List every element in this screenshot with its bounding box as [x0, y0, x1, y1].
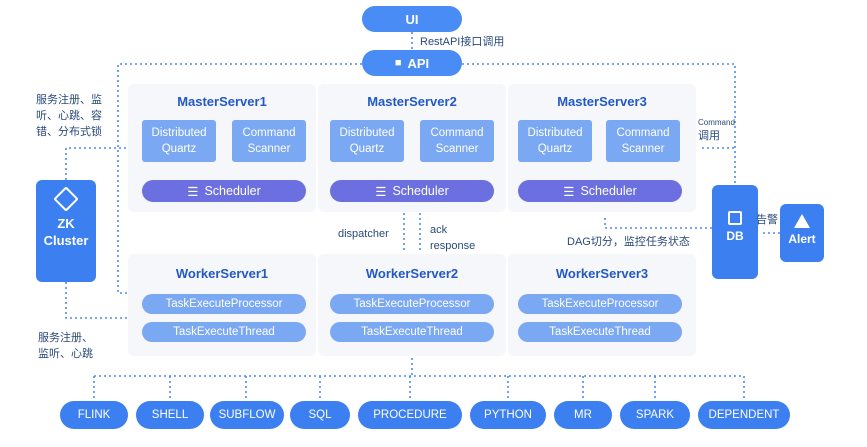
scheduler: ☰Scheduler [142, 180, 306, 202]
task-type-spark: SPARK [620, 401, 690, 429]
db-node: DB [712, 185, 758, 279]
plug-icon: ■ [394, 57, 402, 69]
worker-title: WorkerServer2 [365, 266, 459, 281]
master-title: MasterServer3 [557, 94, 647, 109]
ui-label: UI [405, 11, 419, 27]
worker-title: WorkerServer3 [555, 266, 649, 281]
task-type-shell: SHELL [136, 401, 204, 429]
task-type-sql: SQL [290, 401, 350, 429]
task-type-python: PYTHON [470, 401, 546, 429]
ui-node: UI [362, 6, 462, 32]
scheduler: ☰Scheduler [330, 180, 494, 202]
worker-server-1: WorkerServer1 TaskExecuteProcessor TaskE… [128, 254, 316, 356]
database-icon: ☰ [375, 184, 387, 199]
zk-cluster-node: ZK Cluster [36, 180, 96, 282]
worker-server-3: WorkerServer3 TaskExecuteProcessor TaskE… [508, 254, 696, 356]
dispatcher-label: dispatcher [338, 228, 389, 240]
task-type-flink: FLINK [60, 401, 128, 429]
scheduler: ☰Scheduler [518, 180, 682, 202]
command-call-label: Command 调用 [698, 118, 735, 142]
worker-server-2: WorkerServer2 TaskExecuteProcessor TaskE… [318, 254, 506, 356]
cube-icon [53, 186, 79, 212]
master-title: MasterServer2 [367, 94, 457, 109]
warning-icon [794, 214, 810, 228]
task-execute-thread: TaskExecuteThread [142, 322, 306, 342]
master-title: MasterServer1 [177, 94, 267, 109]
database-icon: ☰ [563, 184, 575, 199]
task-type-mr: MR [554, 401, 612, 429]
dag-label: DAG切分，监控任务状态 [567, 236, 690, 248]
task-type-procedure: PROCEDURE [358, 401, 462, 429]
worker-title: WorkerServer1 [175, 266, 269, 281]
task-execute-processor: TaskExecuteProcessor [330, 294, 494, 314]
task-type-subflow: SUBFLOW [210, 401, 284, 429]
alert-node: Alert [780, 204, 824, 262]
api-node: ■ API [362, 50, 462, 76]
task-execute-thread: TaskExecuteThread [518, 322, 682, 342]
zk-note-bottom: 服务注册、 监听、心跳 [38, 332, 93, 360]
rest-api-label: RestAPI接口调用 [420, 36, 505, 48]
api-label: API [407, 55, 430, 71]
alarm-label: 告警 [756, 214, 778, 226]
server-icon [728, 211, 742, 225]
task-execute-processor: TaskExecuteProcessor [518, 294, 682, 314]
task-type-dependent: DEPENDENT [698, 401, 790, 429]
zk-note-top: 服务注册、监 听、心跳、容 错、分布式锁 [36, 94, 102, 138]
database-icon: ☰ [187, 184, 199, 199]
task-execute-thread: TaskExecuteThread [330, 322, 494, 342]
task-execute-processor: TaskExecuteProcessor [142, 294, 306, 314]
